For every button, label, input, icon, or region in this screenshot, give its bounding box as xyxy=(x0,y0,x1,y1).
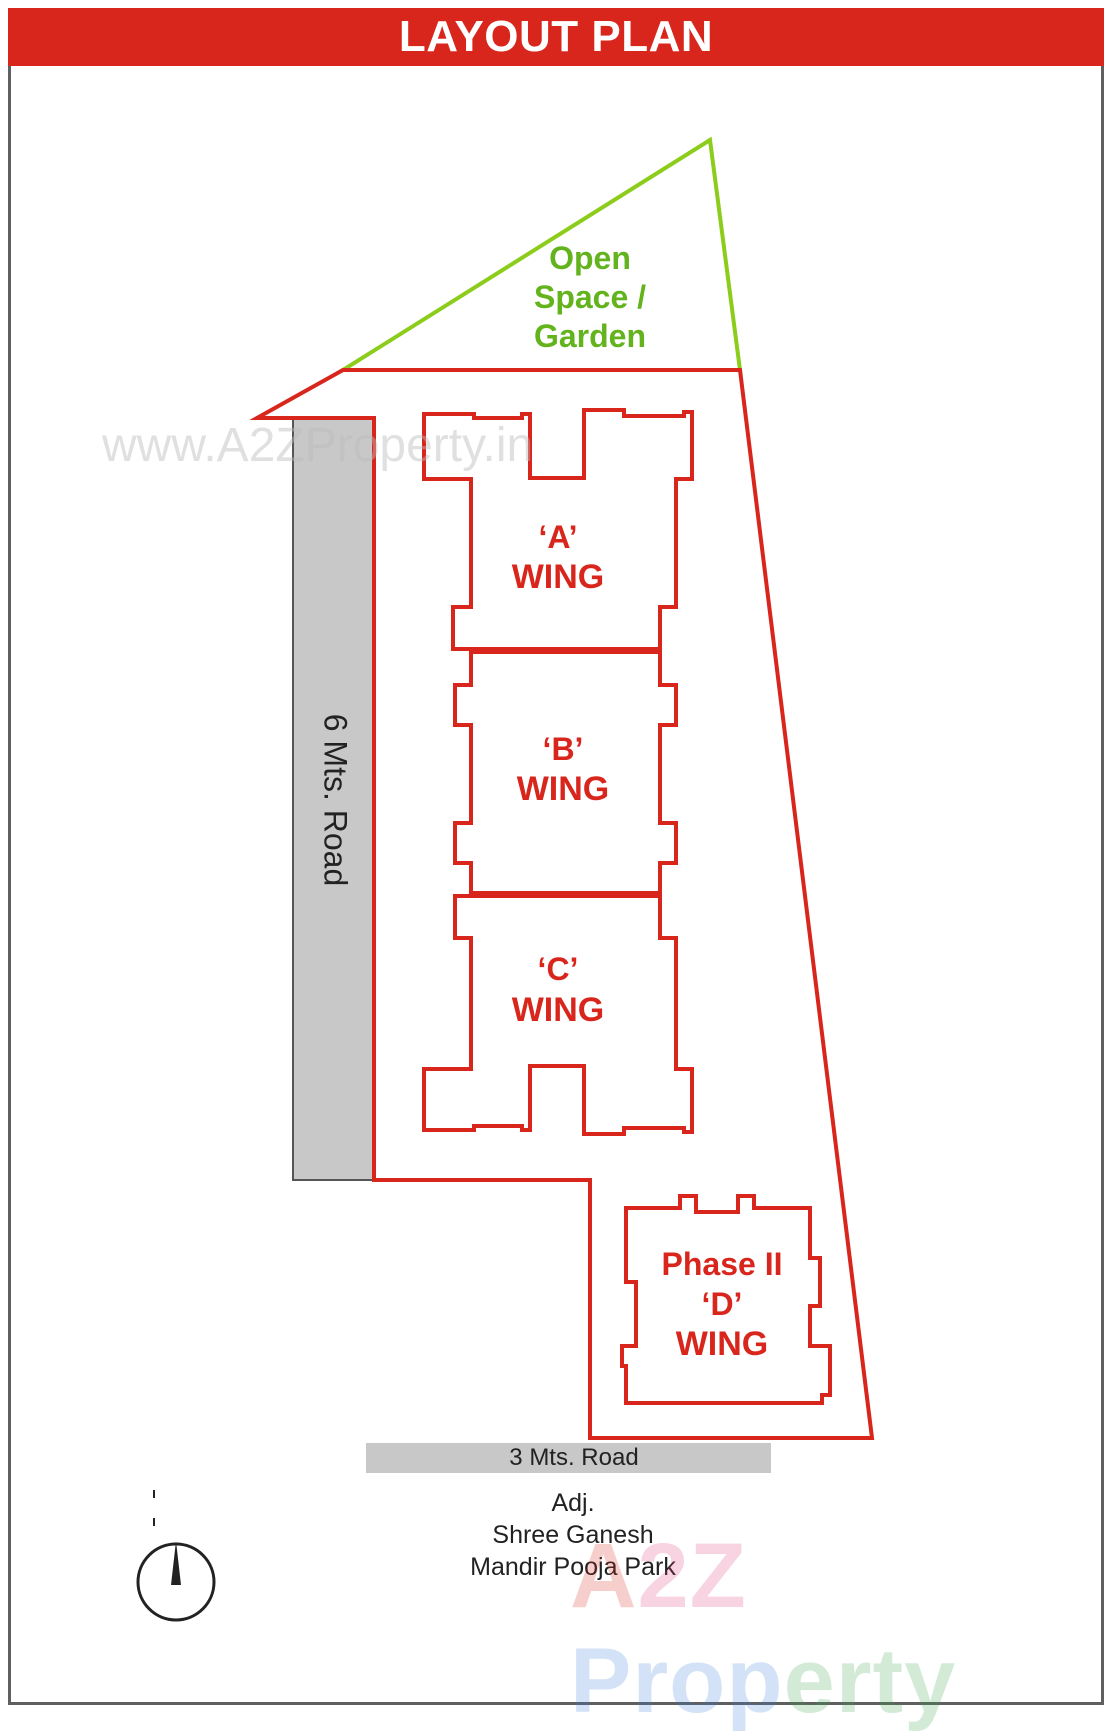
adjacent-line2: Shree Ganesh xyxy=(492,1521,653,1549)
brand-watermark: A2Z Property xyxy=(570,1524,1115,1734)
bottom-road xyxy=(366,1443,771,1473)
wing-d-label-line2: ‘D’ xyxy=(702,1286,743,1322)
url-watermark: www.A2ZProperty.in xyxy=(102,419,534,472)
brand-watermark-a: A xyxy=(570,1525,638,1627)
garden-label-line3: Garden xyxy=(534,318,646,354)
brand-watermark-r: erty xyxy=(783,1630,957,1732)
adjacent-line1: Adj. xyxy=(551,1489,594,1517)
brand-watermark-z: 2Z xyxy=(637,1525,747,1627)
side-road-label: 6 Mts. Road xyxy=(318,714,354,887)
page-frame xyxy=(8,8,1104,1705)
wing-b-label-line2: WING xyxy=(517,770,610,808)
wing-d-outline xyxy=(620,1194,832,1405)
page-title: LAYOUT PLAN xyxy=(398,12,714,61)
bottom-road-label: 3 Mts. Road xyxy=(509,1444,638,1471)
side-road xyxy=(292,417,374,1181)
title-bar: LAYOUT PLAN xyxy=(8,8,1104,66)
north-arrow-icon xyxy=(136,1490,216,1622)
adjacent-line3: Mandir Pooja Park xyxy=(470,1553,676,1581)
wing-b-outline xyxy=(453,650,678,895)
brand-watermark-p: Prop xyxy=(570,1630,784,1732)
garden-label-line1: Open xyxy=(549,240,631,276)
wing-c-label-line2: WING xyxy=(512,991,605,1029)
wing-c-label-line1: ‘C’ xyxy=(538,951,579,987)
wing-d-label-line3: WING xyxy=(676,1325,769,1363)
wing-b-label-line1: ‘B’ xyxy=(543,731,584,767)
wing-d-label-line1: Phase II xyxy=(662,1246,783,1282)
site-boundary xyxy=(249,368,875,1440)
garden-label-line2: Space / xyxy=(534,279,646,315)
wing-a-label-line1: ‘A’ xyxy=(538,519,577,555)
wing-a-label-line2: WING xyxy=(512,558,605,596)
wing-a-outline xyxy=(422,408,694,651)
wing-c-outline xyxy=(422,894,694,1136)
